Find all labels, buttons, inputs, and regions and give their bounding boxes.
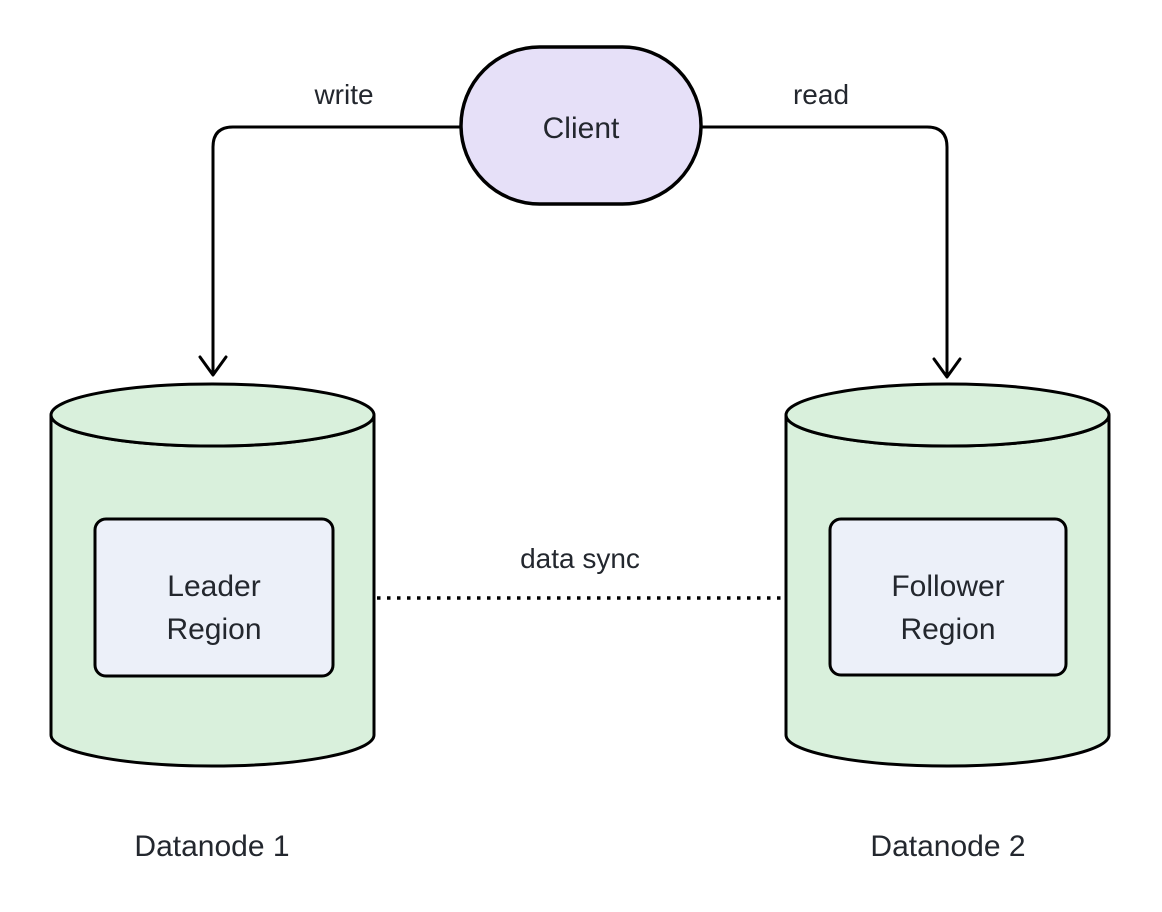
write-edge — [211, 125, 461, 373]
leader-region-label-line1: Leader — [167, 570, 260, 603]
read-edge-label: read — [793, 79, 849, 110]
read-edge — [701, 125, 949, 375]
client-label: Client — [543, 112, 620, 145]
follower-region-box — [828, 517, 1068, 677]
write-edge-label: write — [313, 79, 373, 110]
datanode2-caption: Datanode 2 — [870, 830, 1025, 863]
read-arrowhead — [932, 357, 962, 379]
leader-region-label-line2: Region — [166, 613, 261, 646]
datanode1-cylinder-top — [49, 382, 376, 448]
leader-region-box — [93, 517, 335, 678]
client-node — [459, 45, 703, 206]
data-sync-edge-label: data sync — [520, 543, 640, 574]
datanode2-cylinder-top — [784, 382, 1111, 448]
follower-region-label-line2: Region — [900, 613, 995, 646]
datanode1-caption: Datanode 1 — [134, 830, 289, 863]
follower-region-label-line1: Follower — [891, 570, 1004, 603]
write-arrowhead — [198, 355, 228, 377]
